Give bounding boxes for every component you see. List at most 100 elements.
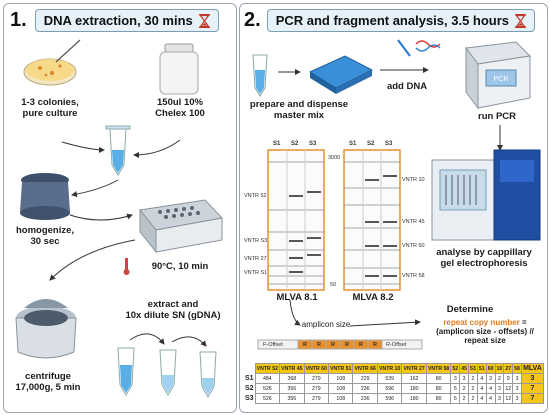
panel1-title: DNA extraction, 30 mins: [34, 9, 219, 32]
table-header: 45: [459, 363, 470, 374]
table-row: S3 526 356 279 108 236 596 180 80 5 2 2 …: [244, 393, 545, 404]
hourglass-icon: [515, 13, 527, 28]
table-header: VNTR 51: [328, 363, 354, 374]
thermometer-icon: [123, 258, 130, 275]
extract-label: extract and 10x dilute SN (gDNA): [125, 299, 221, 321]
table-cell: 2: [459, 383, 470, 394]
table-cell: 2: [459, 393, 470, 404]
table-cell: 229: [352, 373, 378, 384]
table-header: VNTR 60: [303, 363, 330, 374]
table-cell: 3: [512, 383, 522, 394]
table-cell: 3: [494, 393, 505, 404]
gel2-vntr-label: VNTR 60: [402, 243, 425, 249]
amplicon-structure-bar: [257, 339, 423, 350]
repeat-label: R: [331, 342, 335, 348]
colonies-label: 1-3 colonies, pure culture: [21, 97, 79, 119]
table-header: 53: [468, 363, 478, 374]
table-cell: 539: [376, 373, 403, 384]
table-cell: 356: [279, 393, 305, 404]
table-cell: 12: [503, 383, 514, 394]
table-cell: 3: [485, 373, 496, 384]
table-header: VNTR 52: [254, 363, 281, 374]
table-cell: 596: [376, 393, 403, 404]
table-header: 60: [485, 363, 496, 374]
gel2-vntr-label: VNTR 58: [402, 273, 425, 279]
gel1-vntr-label: VNTR S3: [244, 238, 268, 244]
table-header: 10: [494, 363, 505, 374]
chelex-bottle-icon: [159, 43, 199, 95]
table-header: VNTR 58: [425, 363, 452, 374]
table-cell: 9: [503, 373, 514, 384]
table-cell: 2: [468, 393, 478, 404]
gel1-vntr-label: VNTR 52: [244, 193, 267, 199]
table-cell: 108: [328, 393, 354, 404]
table-cell: 4: [476, 373, 487, 384]
panel2-number: 2.: [244, 9, 261, 31]
gel1-lane-s2: S2: [291, 141, 299, 147]
gel1-vntr-label: VNTR 27: [244, 256, 267, 262]
table-cell: 279: [303, 383, 330, 394]
formula-rest: = (amplicon size - offsets) // repeat si…: [436, 318, 534, 346]
homogenize-label: homogenize, 30 sec: [15, 225, 75, 247]
table-cell: 4: [485, 383, 496, 394]
gel2-vntr-label: VNTR 10: [402, 177, 425, 183]
table-row: S1 484 368 279 108 229 539 162 80 3 3 2 …: [244, 373, 545, 384]
table-cell: 5: [450, 393, 461, 404]
gel2-name: MLVA 8.2: [352, 292, 394, 303]
table-cell: 2: [468, 383, 478, 394]
panel1-number: 1.: [10, 9, 27, 31]
row-label: S1: [245, 375, 254, 382]
mlva-cell: 7: [520, 383, 545, 394]
gel1-lane-s3: S3: [309, 141, 317, 147]
pcr-machine-icon: [465, 41, 532, 110]
gel1-name: MLVA 8.1: [276, 292, 318, 303]
pcr-screen-label: PCR: [494, 76, 509, 83]
heat-label: 90°C, 10 min: [151, 261, 209, 272]
table-cell: 368: [279, 373, 305, 384]
pcr-plate-icon: [308, 55, 374, 94]
table-cell: 236: [352, 383, 378, 394]
panel2-title: PCR and fragment analysis, 3.5 hours: [266, 9, 536, 32]
table-header-row: VNTR 52 VNTR 45 VNTR 60 VNTR 51 VNTR 66 …: [244, 363, 545, 374]
table-cell: 180: [401, 383, 427, 394]
amplicon-size-label: amplicon size: [301, 320, 351, 329]
table-cell: 3: [512, 393, 522, 404]
table-cell: 4: [485, 393, 496, 404]
dna-pipette-icon: [397, 39, 441, 57]
panel2-title-text: PCR and fragment analysis, 3.5 hours: [275, 13, 510, 28]
table-cell: 484: [254, 373, 281, 384]
panel1-title-text: DNA extraction, 30 mins: [43, 13, 193, 28]
add-dna-label: add DNA: [386, 81, 428, 92]
r-offset-label: R-Offset: [386, 342, 407, 348]
capillary-sequencer-icon: [431, 149, 541, 241]
repeat-label: R: [359, 342, 363, 348]
table-cell: 2: [494, 373, 505, 384]
determine-label: Determine: [446, 304, 494, 315]
gel1-vntr-label: VNTR S1: [244, 270, 268, 276]
panel1-header: 1. DNA extraction, 30 mins: [10, 9, 219, 32]
capillary-label: analyse by cappillary gel electrophoresi…: [436, 247, 532, 269]
mlva-result-table: VNTR 52 VNTR 45 VNTR 60 VNTR 51 VNTR 66 …: [244, 363, 545, 404]
table-cell: 526: [254, 393, 281, 404]
table-cell: 4: [476, 383, 487, 394]
mastermix-label: prepare and dispense master mix: [249, 99, 349, 121]
table-header: VNTR 45: [279, 363, 305, 374]
table-header: VNTR 27: [401, 363, 427, 374]
row-label: S3: [245, 395, 254, 402]
table-header: [244, 363, 256, 374]
gel2-vntr-label: VNTR 45: [402, 219, 425, 225]
table-cell: 108: [328, 373, 354, 384]
table-cell: 80: [425, 383, 452, 394]
size-bottom-label: 50: [330, 282, 337, 288]
table-cell: 108: [328, 383, 354, 394]
chelex-label: 150ul 10% Chelex 100: [155, 97, 205, 119]
table-cell: 2: [468, 373, 478, 384]
gel1-lane-s1: S1: [273, 141, 281, 147]
table-cell: 356: [279, 383, 305, 394]
table-cell: 162: [401, 373, 427, 384]
repeat-label: R: [303, 342, 307, 348]
gel2-lane-s2: S2: [367, 141, 375, 147]
table-cell: 3: [459, 373, 470, 384]
table-cell: 236: [352, 393, 378, 404]
table-cell: 4: [476, 393, 487, 404]
